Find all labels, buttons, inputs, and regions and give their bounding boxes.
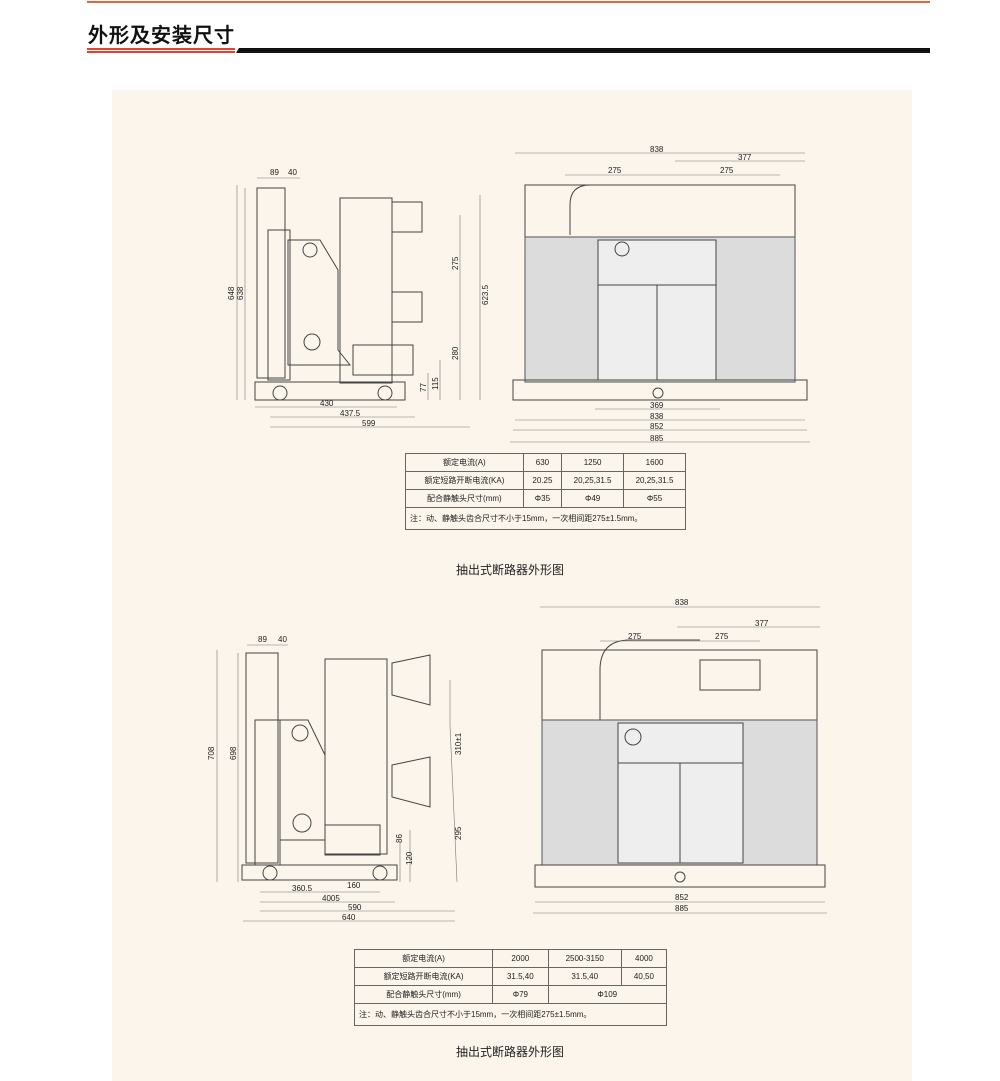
table-cell: 额定电流(A) — [405, 453, 524, 472]
dim-275-right: 275 — [720, 166, 734, 175]
table-cell: 2000 — [492, 949, 549, 968]
dim-275: 275 — [451, 256, 460, 270]
front-view-drawing-1: 838 377 275 275 369 838 852 885 — [510, 145, 810, 443]
table-cell: 40,50 — [620, 967, 668, 986]
table-cell: 20.25 — [522, 471, 563, 490]
table-cell: 配合静触头尺寸(mm) — [405, 489, 524, 508]
table-cell: 配合静触头尺寸(mm) — [353, 985, 494, 1004]
dim-115: 115 — [431, 377, 440, 390]
dim-4005: 4005 — [322, 894, 340, 903]
dim-295: 295 — [454, 826, 463, 840]
dim-708: 708 — [207, 746, 216, 760]
dim-280: 280 — [451, 346, 460, 360]
caption-2: 抽出式断路器外形图 — [456, 1045, 565, 1059]
dim-838: 838 — [675, 598, 689, 607]
table-cell: 4000 — [620, 949, 668, 968]
dim-852: 852 — [675, 893, 689, 902]
section-title: 外形及安装尺寸 — [88, 25, 235, 47]
table-cell: Φ79 — [492, 985, 549, 1004]
dim-640: 640 — [342, 913, 356, 922]
dim-275-right: 275 — [715, 632, 729, 641]
title-underline-accent — [87, 48, 235, 53]
table-note-row: 注：动、静触头齿合尺寸不小于15mm，一次相间距275±1.5mm。 — [354, 1003, 667, 1026]
dim-86: 86 — [395, 834, 404, 843]
dim-885: 885 — [650, 434, 664, 443]
dim-77: 77 — [419, 383, 428, 392]
dim-120: 120 — [405, 851, 414, 865]
top-rule — [87, 1, 930, 3]
dim-89: 89 — [258, 635, 267, 644]
dim-430: 430 — [320, 399, 334, 408]
dim-599: 599 — [362, 419, 376, 428]
table-cell: 20,25,31.5 — [623, 471, 686, 490]
dim-360-5: 360.5 — [292, 884, 313, 893]
dim-638: 638 — [236, 286, 245, 300]
table-cell: Φ109 — [547, 985, 668, 1004]
dim-40: 40 — [288, 168, 297, 177]
dim-838-top: 838 — [650, 145, 664, 154]
side-view-drawing-1: 89 40 648 638 275 623.5 280 115 77 430 4… — [227, 168, 490, 428]
table-cell: 31.5,40 — [492, 967, 549, 986]
front-view-drawing-2: 838 377 275 275 852 885 — [533, 598, 827, 914]
dim-377: 377 — [755, 619, 769, 628]
dim-648: 648 — [227, 286, 236, 300]
table-cell: 2500-3150 — [547, 949, 622, 968]
table-cell: 注：动、静触头齿合尺寸不小于15mm，一次相间距275±1.5mm。 — [354, 1003, 667, 1026]
table-cell: 额定短路开断电流(KA) — [405, 471, 524, 490]
side-view-drawing-2: 89 40 708 698 310±1 295 86 120 360.5 160… — [207, 635, 463, 922]
table-cell: 630 — [522, 453, 563, 472]
dim-160: 160 — [347, 881, 361, 890]
dim-377: 377 — [738, 153, 752, 162]
dim-852: 852 — [650, 422, 664, 431]
table-cell: 31.5,40 — [547, 967, 622, 986]
table-cell: Φ49 — [561, 489, 625, 508]
dim-310: 310±1 — [454, 732, 463, 755]
dim-275-left: 275 — [608, 166, 622, 175]
dim-275-left: 275 — [628, 632, 642, 641]
table-cell: Φ55 — [623, 489, 686, 508]
table-note-row: 注：动、静触头齿合尺寸不小于15mm，一次相间距275±1.5mm。 — [405, 507, 686, 530]
table-cell: 额定短路开断电流(KA) — [353, 967, 494, 986]
dim-698: 698 — [229, 746, 238, 760]
dim-89: 89 — [270, 168, 279, 177]
dim-369: 369 — [650, 401, 664, 410]
table-cell: 20,25,31.5 — [561, 471, 625, 490]
table-cell: 注：动、静触头齿合尺寸不小于15mm，一次相间距275±1.5mm。 — [405, 507, 686, 530]
table-cell: 1250 — [561, 453, 625, 472]
dim-885: 885 — [675, 904, 689, 913]
dim-437-5: 437.5 — [340, 409, 361, 418]
title-underline — [236, 48, 930, 53]
dim-40: 40 — [278, 635, 287, 644]
table-cell: 额定电流(A) — [353, 949, 494, 968]
dim-590: 590 — [348, 903, 362, 912]
caption-1: 抽出式断路器外形图 — [456, 563, 565, 577]
dim-838-bottom: 838 — [650, 412, 664, 421]
table-cell: 1600 — [623, 453, 686, 472]
dim-623-5: 623.5 — [481, 284, 490, 305]
table-cell: Φ35 — [522, 489, 563, 508]
